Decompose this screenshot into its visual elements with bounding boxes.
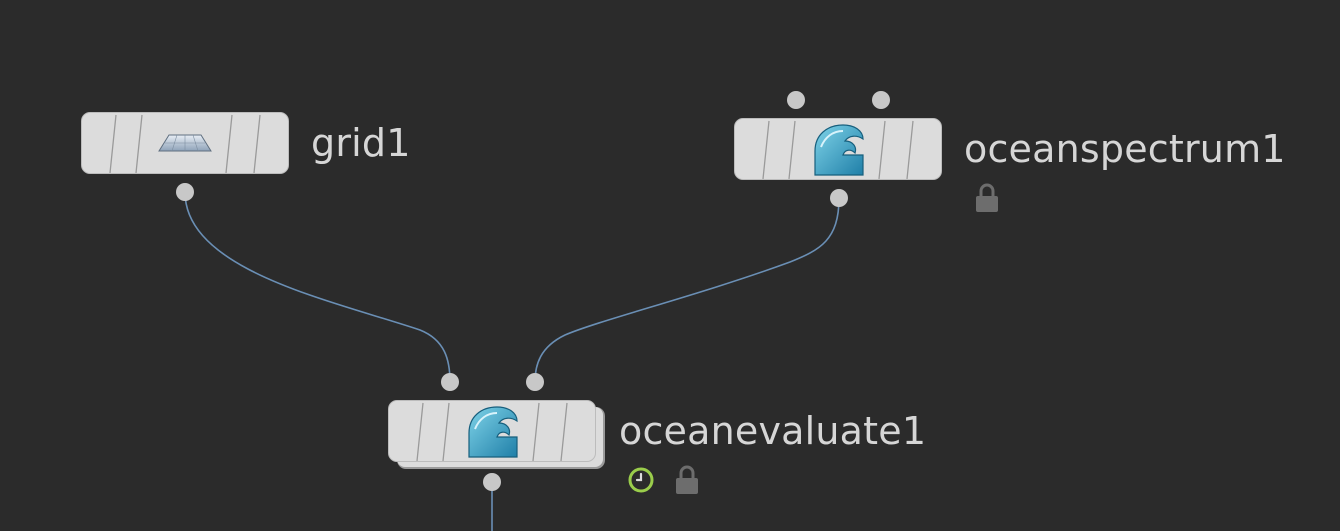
oceanspectrum1-input-port-2[interactable] — [872, 91, 890, 109]
node-grid1[interactable] — [81, 112, 289, 174]
oceanspectrum1-input-port-1[interactable] — [787, 91, 805, 109]
node-label-oceanspectrum1[interactable]: oceanspectrum1 — [964, 127, 1286, 171]
wire-oceanspectrum1-to-oceanevaluate1[interactable] — [534, 197, 840, 383]
time-dependent-clock-icon[interactable] — [627, 466, 655, 494]
node-label-oceanevaluate1[interactable]: oceanevaluate1 — [619, 409, 927, 453]
ocean-wave-icon — [468, 406, 518, 458]
node-oceanspectrum1[interactable] — [734, 118, 942, 180]
oceanevaluate1-input-port-2[interactable] — [526, 373, 544, 391]
grid-plane-icon — [158, 134, 212, 152]
oceanevaluate1-output-port[interactable] — [483, 473, 501, 491]
lock-icon[interactable] — [674, 464, 700, 496]
node-body-stripes — [416, 402, 568, 461]
oceanevaluate1-input-port-1[interactable] — [441, 373, 459, 391]
node-oceanevaluate1[interactable] — [388, 400, 596, 462]
wire-grid1-to-oceanevaluate1[interactable] — [184, 191, 451, 383]
lock-icon[interactable] — [974, 182, 1000, 214]
node-body-stripes — [109, 114, 261, 173]
node-label-grid1[interactable]: grid1 — [311, 121, 411, 165]
node-body-stripes — [762, 120, 914, 179]
ocean-wave-icon — [814, 124, 864, 176]
grid1-output-port[interactable] — [176, 183, 194, 201]
oceanspectrum1-output-port[interactable] — [830, 189, 848, 207]
